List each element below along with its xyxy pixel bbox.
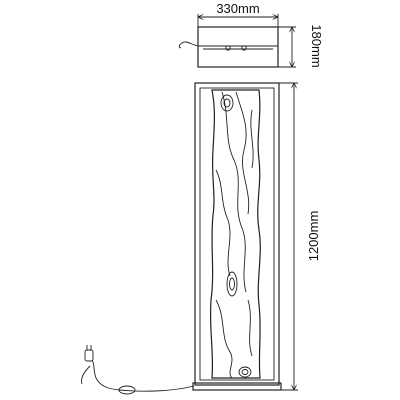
foot-switch xyxy=(118,385,136,395)
power-plug xyxy=(84,349,94,362)
wood-grain-line xyxy=(247,299,253,357)
top-view-bolt-left xyxy=(225,45,231,51)
width-label: 330mm xyxy=(216,1,259,16)
wood-knot-center xyxy=(229,277,235,291)
wood-grain-line xyxy=(250,109,254,169)
wood-knot-center xyxy=(223,98,231,108)
cable-loop xyxy=(81,365,91,385)
wood-knot xyxy=(226,271,238,297)
wood-grain-line xyxy=(215,169,231,277)
top-view-bolt-right xyxy=(241,45,247,51)
depth-label: 180mm xyxy=(309,24,324,67)
wood-grain-line xyxy=(215,299,233,379)
power-cable xyxy=(81,345,195,395)
wood-knot xyxy=(220,94,234,112)
width-dimension: 330mm xyxy=(197,1,279,27)
cable-line xyxy=(91,359,195,392)
wood-panel xyxy=(209,89,261,379)
height-dimension: 1200mm xyxy=(279,82,321,391)
wood-grain-line xyxy=(221,91,247,293)
depth-dimension: 180mm xyxy=(278,24,324,68)
top-view xyxy=(178,26,279,68)
top-view-outline xyxy=(197,26,279,68)
height-label: 1200mm xyxy=(306,211,321,262)
lamp-base xyxy=(192,382,282,391)
front-view xyxy=(192,82,282,391)
lamp-outer-frame xyxy=(194,82,280,386)
top-view-cable xyxy=(178,41,199,49)
lamp-inner-frame xyxy=(199,87,275,381)
wood-knot xyxy=(238,366,252,378)
wood-knot-center xyxy=(241,369,249,375)
wood-grain-line xyxy=(235,91,250,215)
